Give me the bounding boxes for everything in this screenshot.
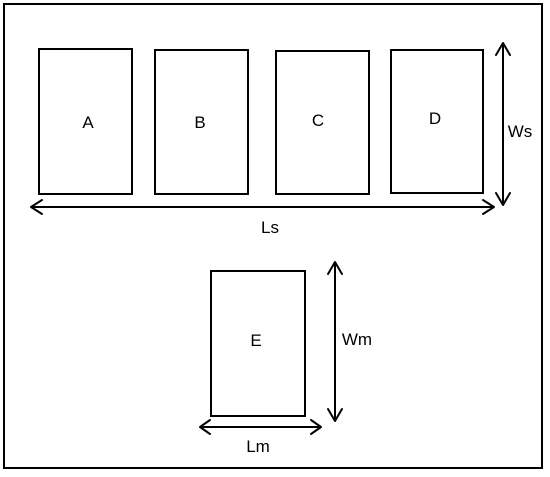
box-b [154,49,249,195]
box-a-label: A [82,113,94,132]
box-c [275,50,370,195]
ls-label: Ls [261,218,279,237]
box-c-label: C [312,111,324,130]
box-d [390,49,484,194]
box-e [210,270,306,417]
lm-dimension-arrow [199,419,322,435]
ws-label: Ws [508,122,533,141]
box-d-label: D [429,109,441,128]
wm-dimension-arrow [327,261,343,422]
lm-label: Lm [246,437,270,456]
wm-label: Wm [342,330,372,349]
box-a [38,48,133,195]
ws-dimension-arrow [495,42,511,206]
box-e-label: E [250,331,261,350]
box-b-label: B [194,113,205,132]
ls-dimension-arrow [30,199,495,215]
